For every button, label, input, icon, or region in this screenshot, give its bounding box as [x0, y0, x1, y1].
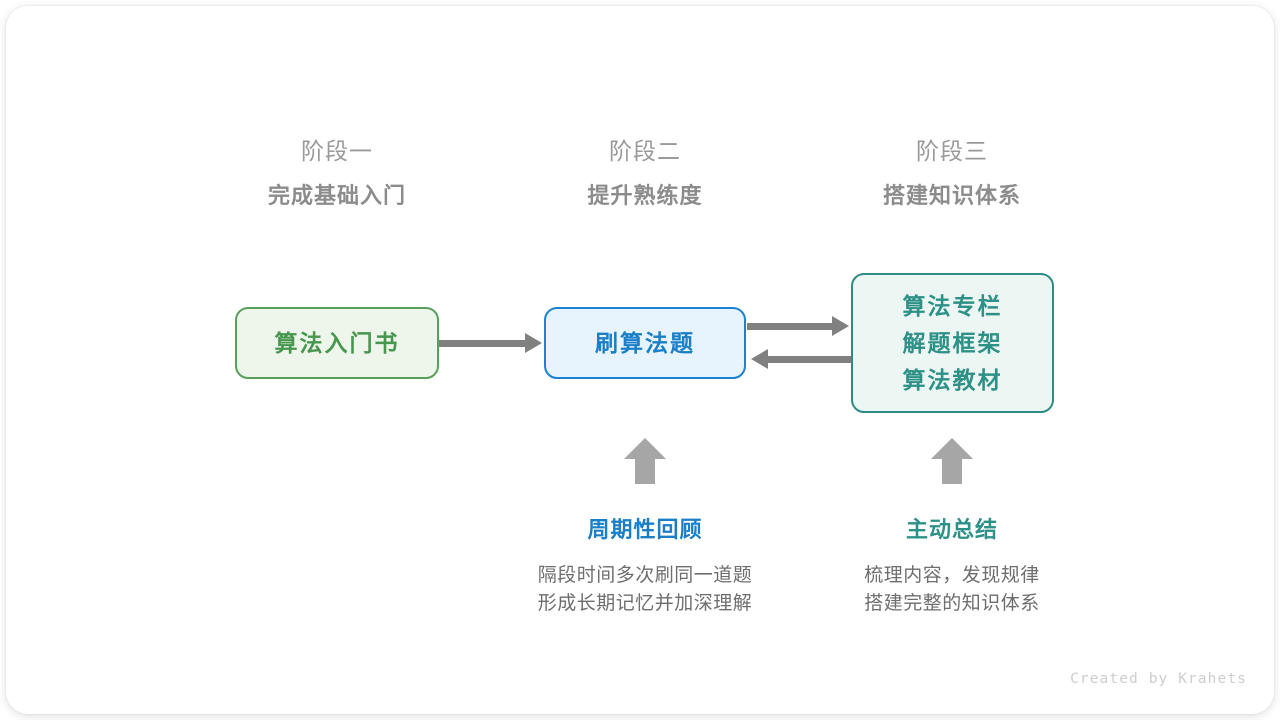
- note-summary-body: 梳理内容，发现规律 搭建完整的知识体系: [782, 562, 1122, 618]
- node-practice[interactable]: 刷算法题: [544, 307, 746, 379]
- connector-practice-to-resources: [747, 323, 833, 330]
- stage-title-2: 提升熟练度: [587, 183, 703, 208]
- stage-number-2: 阶段二: [609, 138, 681, 164]
- note-summary-title: 主动总结: [905, 517, 998, 542]
- stage-title-3: 搭建知识体系: [882, 183, 1021, 208]
- note-summary-line-2: 搭建完整的知识体系: [864, 593, 1040, 614]
- diagram-card: 阶段一 完成基础入门 阶段二 提升熟练度 阶段三 搭建知识体系 算法入门书 刷算…: [6, 6, 1274, 714]
- stage-header-2: 阶段二 提升熟练度: [495, 134, 795, 213]
- node-resources[interactable]: 算法专栏 解题框架 算法教材: [851, 273, 1054, 413]
- stage-header-1: 阶段一 完成基础入门: [187, 134, 487, 213]
- up-arrow-summary-icon: [931, 438, 973, 484]
- note-review-line-1: 隔段时间多次刷同一道题: [537, 565, 753, 586]
- stage-title-1: 完成基础入门: [267, 183, 406, 208]
- connector-book-to-practice: [439, 340, 528, 347]
- note-summary: 主动总结 梳理内容，发现规律 搭建完整的知识体系: [782, 515, 1122, 618]
- note-review: 周期性回顾 隔段时间多次刷同一道题 形成长期记忆并加深理解: [475, 515, 815, 618]
- stage-number-1: 阶段一: [301, 138, 373, 164]
- up-arrow-review-icon: [624, 438, 666, 484]
- note-summary-line-1: 梳理内容，发现规律: [864, 565, 1040, 586]
- node-resources-line-2: 解题框架: [902, 329, 1003, 356]
- stage-header-3: 阶段三 搭建知识体系: [802, 134, 1102, 213]
- watermark-credit: Created by Krahets: [1070, 671, 1247, 687]
- node-resources-line-1: 算法专栏: [902, 292, 1003, 319]
- note-review-title: 周期性回顾: [587, 517, 703, 542]
- node-resources-line-3: 算法教材: [902, 366, 1003, 393]
- arrowhead-book-to-practice-icon: [525, 333, 542, 353]
- node-book[interactable]: 算法入门书: [235, 307, 439, 379]
- stage-number-3: 阶段三: [916, 138, 988, 164]
- node-practice-line-1: 刷算法题: [595, 329, 695, 356]
- note-review-line-2: 形成长期记忆并加深理解: [537, 593, 753, 614]
- arrowhead-practice-to-resources-icon: [832, 316, 849, 336]
- arrowhead-resources-to-practice-icon: [751, 349, 768, 369]
- node-book-line-1: 算法入门书: [274, 329, 400, 356]
- connector-resources-to-practice: [768, 356, 851, 363]
- note-review-body: 隔段时间多次刷同一道题 形成长期记忆并加深理解: [475, 562, 815, 618]
